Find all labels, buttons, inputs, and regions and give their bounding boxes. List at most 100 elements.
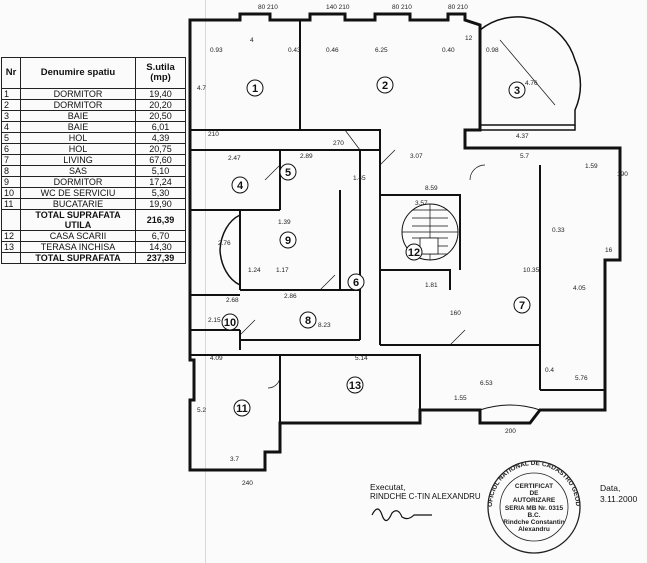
room-marker: [405, 243, 423, 261]
room-marker: [279, 231, 297, 249]
cell-name: BAIE: [20, 110, 136, 122]
outer-walls: [188, 12, 622, 472]
dim-405: 4.05: [573, 285, 586, 292]
dim-098: 0.98: [486, 47, 499, 54]
cell-name: HOL: [20, 132, 136, 144]
cell-area: 5,30: [135, 187, 186, 199]
room-marker: [221, 313, 239, 331]
cell-area: 14,30: [135, 241, 186, 253]
dimension-labels: 80 210 140 210 80 210 80 210 0.93 4 0.43…: [197, 4, 628, 487]
room-marker: [279, 163, 297, 181]
cell-name: LIVING: [20, 154, 136, 166]
dim-145: 1.45: [353, 175, 366, 182]
cell-name: DORMITOR: [20, 88, 136, 100]
stamp-name2: Alexandru: [518, 526, 550, 533]
stamp-name1: Rindche Constantin: [503, 519, 564, 526]
cell-area: 19,40: [135, 88, 186, 100]
cell-nr: 4: [1, 121, 21, 133]
room-number: 13: [349, 380, 361, 392]
dim-093: 0.93: [210, 47, 223, 54]
dim-155: 1.55: [454, 395, 467, 402]
dim-215: 2.15: [208, 317, 221, 324]
dim-040: 0.40: [442, 47, 455, 54]
dim-52: 5.2: [197, 407, 206, 414]
cell-name: SAS: [20, 165, 136, 177]
dim-276: 2.76: [218, 240, 231, 247]
room-number: 7: [519, 300, 525, 312]
executed-label: Executat,: [370, 482, 406, 492]
room-number: 2: [382, 80, 388, 92]
dim-268: 2.68: [226, 297, 239, 304]
room-number: 3: [514, 85, 520, 97]
dim-043: 0.43: [288, 47, 301, 54]
dim-476: 4.76: [525, 80, 538, 87]
cell-area: 4,39: [135, 132, 186, 144]
dim-160: 160: [450, 310, 461, 317]
executed-name: RINDCHE C-TIN ALEXANDRU: [370, 492, 481, 501]
room-marker: [347, 273, 365, 291]
cell-nr: 1: [1, 88, 21, 100]
cell-area: 20,50: [135, 110, 186, 122]
dim-181: 1.81: [425, 282, 438, 289]
cell-nr: [1, 209, 21, 231]
date-value: 3.11.2000: [600, 494, 638, 504]
cell-nr: [1, 252, 21, 264]
cell-area: 67,60: [135, 154, 186, 166]
cell-name: DORMITOR: [20, 99, 136, 111]
staircase: [412, 209, 448, 255]
dim-307: 3.07: [410, 153, 423, 160]
stamp-bc: B.C.: [528, 512, 541, 519]
dim-37: 3.7: [230, 456, 239, 463]
room-number: 6: [353, 277, 359, 289]
room-marker: [246, 79, 264, 97]
cell-nr: 12: [1, 230, 21, 242]
cell-name: CASA SCARII: [20, 230, 136, 242]
dim-576: 5.76: [575, 375, 588, 382]
dim-159: 1.59: [585, 163, 598, 170]
dim-357: 3.57: [415, 200, 428, 207]
dim-210: 210: [208, 131, 219, 138]
cell-nr: 3: [1, 110, 21, 122]
cell-area: 19,90: [135, 198, 186, 210]
cell-nr: 7: [1, 154, 21, 166]
table-header-row: Nr Denumire spatiu S.utila (mp): [1, 57, 186, 89]
room-number: 5: [285, 167, 291, 179]
stamp-de: DE: [529, 490, 539, 497]
dim-625: 6.25: [375, 47, 388, 54]
cell-nr: 2: [1, 99, 21, 111]
dim-117: 1.17: [276, 267, 289, 274]
room-marker: [233, 399, 251, 417]
cell-nr: 13: [1, 241, 21, 253]
cell-nr: 9: [1, 176, 21, 188]
date-label: Data,: [600, 483, 621, 493]
room-number: 4: [237, 180, 244, 192]
room-marker: [231, 176, 249, 194]
cell-nr: 5: [1, 132, 21, 144]
dim-270: 270: [333, 140, 344, 147]
cell-area: 5,10: [135, 165, 186, 177]
dim-top-d: 80 210: [448, 4, 468, 11]
dim-046: 0.46: [326, 47, 339, 54]
signature: [371, 508, 432, 522]
dim-514: 5.14: [355, 355, 368, 362]
cell-total-useful-area: 216,39: [135, 209, 186, 231]
cell-name: WC DE SERVICIU: [20, 187, 136, 199]
stamp-autorizare: AUTORIZARE: [513, 497, 556, 504]
dim-823: 8.23: [318, 322, 331, 329]
room-number: 11: [236, 403, 248, 415]
cell-name: BUCATARIE: [20, 198, 136, 210]
dim-124: 1.24: [248, 267, 261, 274]
dim-1035: 10.35: [523, 267, 540, 274]
